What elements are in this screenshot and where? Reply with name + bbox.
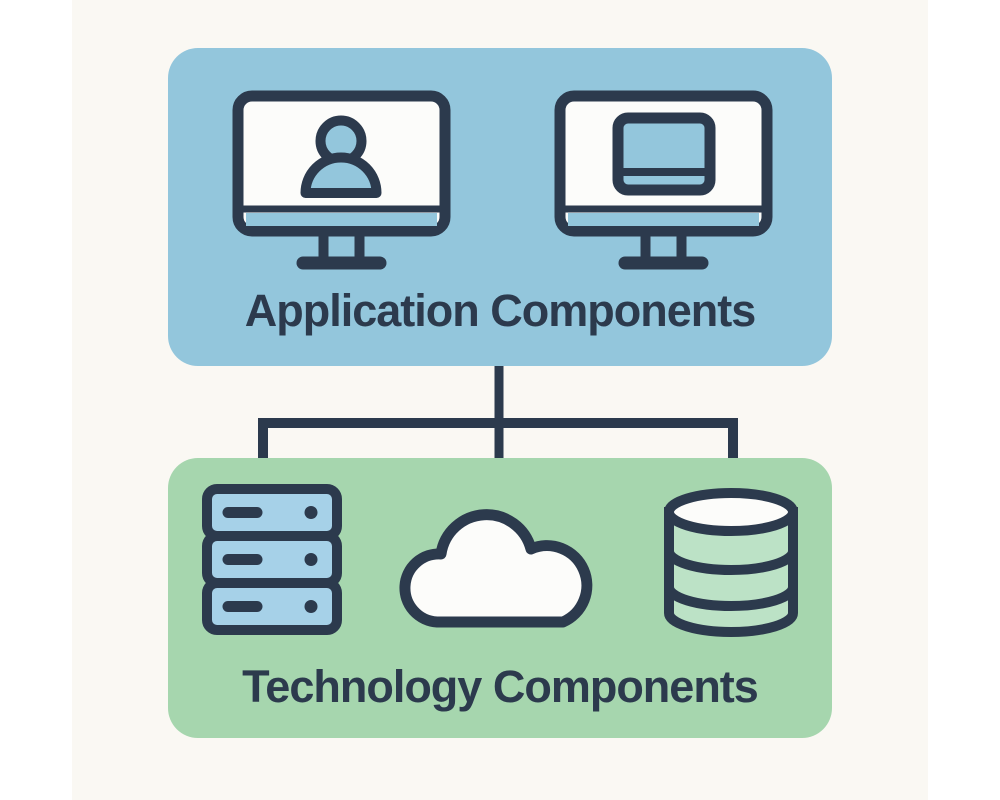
database-band	[664, 586, 798, 611]
monitor-user-icon	[232, 90, 451, 270]
connector-branches	[258, 418, 738, 460]
monitor-bezel-strip	[246, 213, 437, 226]
server-led	[304, 506, 318, 519]
cloud-shape	[399, 509, 593, 628]
app-window	[612, 112, 716, 196]
database-icon	[664, 488, 798, 637]
database-top	[664, 488, 798, 536]
application-label: Application Components	[245, 285, 756, 336]
connector-tree	[258, 362, 738, 460]
server-bay	[202, 578, 342, 635]
server-led	[304, 553, 318, 566]
cloud-icon	[399, 509, 593, 628]
database-band	[664, 550, 798, 575]
technology-label: Technology Components	[242, 661, 758, 712]
user-body	[300, 152, 382, 198]
monitor-app-icon	[554, 90, 773, 270]
monitor-bezel-strip	[568, 213, 759, 226]
server-rack-icon	[202, 484, 342, 635]
server-led	[304, 600, 318, 613]
